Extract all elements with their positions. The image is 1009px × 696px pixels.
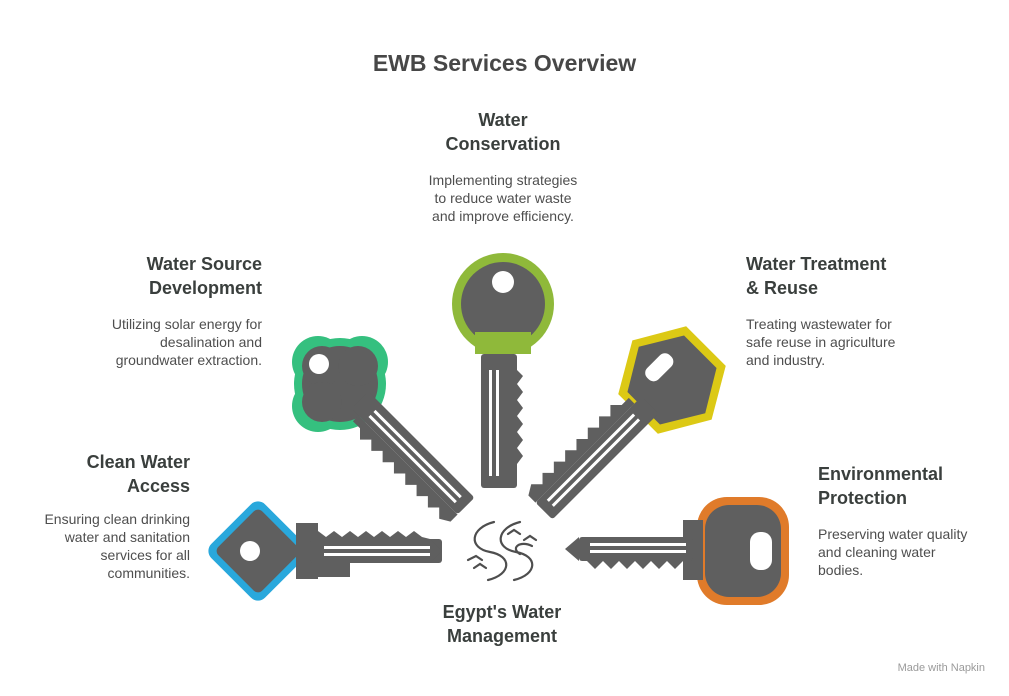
desc-water-source: Utilizing solar energy for desalination … [111,316,262,368]
key-water-conservation [452,253,554,488]
desc-water-treatment: Treating wastewater for safe reuse in ag… [746,316,896,368]
key-environmental-protection [565,497,789,605]
diagram-title: EWB Services Overview [372,50,637,76]
label-environmental-protection: Environmental Protection [818,464,944,508]
label-clean-water: Clean Water Access [86,452,190,496]
desc-environmental-protection: Preserving water quality and cleaning wa… [818,526,968,578]
desc-water-conservation: Implementing strategies to reduce water … [428,172,578,224]
key-water-treatment [524,326,726,520]
label-water-treatment: Water Treatment & Reuse [746,254,887,298]
key-clean-water [208,501,442,601]
river-icon [466,520,538,582]
center-label: Egypt's Water Management [442,602,562,646]
watermark: Made with Napkin [897,662,985,674]
label-water-conservation: Water Conservation [445,110,561,154]
label-water-source: Water Source Development [146,254,262,298]
key-water-source [292,336,475,526]
desc-clean-water: Ensuring clean drinking water and sanita… [44,511,190,581]
